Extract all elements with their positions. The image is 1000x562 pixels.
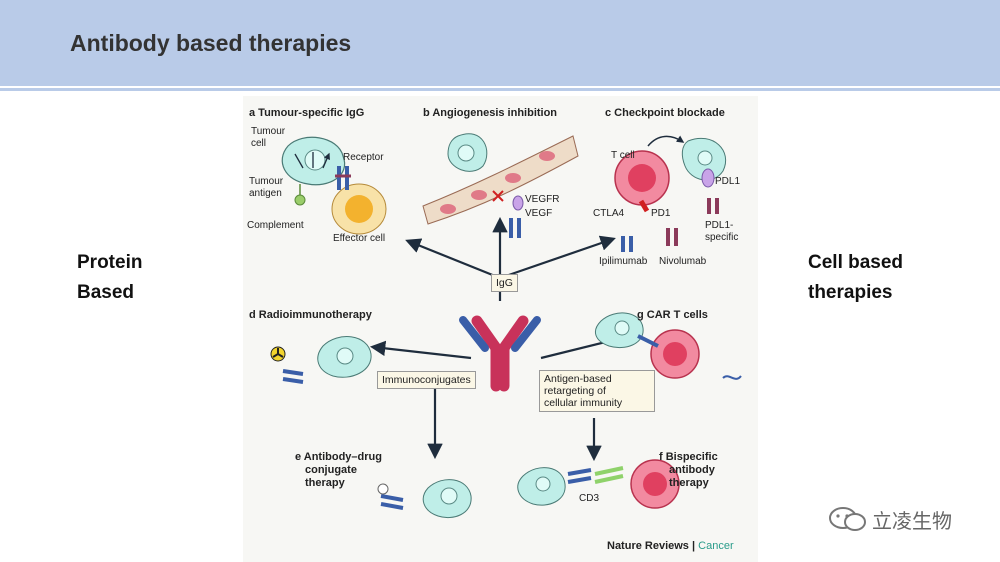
pdl1-label: PDL1 <box>715 176 740 187</box>
wechat-icon <box>829 507 866 531</box>
pdl1-specific-label-2: specific <box>705 232 738 243</box>
panel-c-title: c Checkpoint blockade <box>605 107 725 119</box>
tumour-cell-label-1: Tumour <box>251 126 286 137</box>
figure-graphic: a Tumour-specific IgG Tumour cell Recept… <box>247 107 742 519</box>
complement-label: Complement <box>247 220 304 231</box>
cell-based-line-2: therapies <box>808 282 893 303</box>
vegf-label: VEGF <box>525 208 552 219</box>
panel-d-title: d Radioimmunotherapy <box>249 309 373 321</box>
title-bar: Antibody based therapies <box>0 0 1000 86</box>
antigen-based-line-3: cellular immunity <box>544 397 623 409</box>
panel-e-title-3: therapy <box>305 477 346 489</box>
credit-journal: Cancer <box>698 540 734 552</box>
tumour-antigen-label-2: antigen <box>249 188 282 199</box>
angiogenesis-inhibition-graphic <box>422 133 579 238</box>
protein-based-line-1: Protein <box>77 252 143 273</box>
antigen-based-line-1: Antigen-based <box>544 373 612 385</box>
cell-based-label: Cell based therapies <box>808 248 903 308</box>
credit-separator: | <box>692 540 696 552</box>
page-title: Antibody based therapies <box>70 30 352 56</box>
receptor-label: Receptor <box>343 152 384 163</box>
ipilimumab-label: Ipilimumab <box>599 256 648 267</box>
tumour-antigen-label-1: Tumour <box>249 176 284 187</box>
panel-e-title-1: e Antibody–drug <box>295 451 382 463</box>
watermark: 立凌生物 <box>828 503 978 533</box>
header-divider <box>0 88 1000 91</box>
central-antibody-icon <box>459 315 541 392</box>
nivolumab-label: Nivolumab <box>659 256 707 267</box>
panel-a-title: a Tumour-specific IgG <box>249 107 364 119</box>
credit-source: Nature Reviews <box>607 540 689 552</box>
protein-based-line-2: Based <box>77 282 135 303</box>
cd3-label: CD3 <box>579 493 599 504</box>
panel-f-title-3: therapy <box>669 477 710 489</box>
bispecific-antibody-graphic <box>517 459 680 509</box>
watermark-text: 立凌生物 <box>872 511 952 533</box>
antigen-based-box: Antigen-based retargeting of cellular im… <box>539 370 655 412</box>
cell-based-line-1: Cell based <box>808 252 904 273</box>
panel-g-title: g CAR T cells <box>637 309 708 321</box>
pdl1-specific-label-1: PDL1- <box>705 220 733 231</box>
figure-credit: Nature Reviews | Cancer <box>607 540 734 552</box>
ctla4-label: CTLA4 <box>593 208 625 219</box>
radioimmunotherapy-graphic <box>270 336 372 384</box>
tumour-specific-igg-graphic <box>281 136 387 235</box>
checkpoint-blockade-graphic <box>614 135 726 252</box>
panel-f-title-2: antibody <box>669 464 716 476</box>
panel-b-title: b Angiogenesis inhibition <box>423 107 557 119</box>
antibody-drug-conjugate-graphic <box>377 479 472 519</box>
tumour-cell-label-2: cell <box>251 138 266 149</box>
vegfr-label: VEGFR <box>525 194 559 205</box>
panel-e-title-2: conjugate <box>305 464 357 476</box>
protein-based-label: Protein Based <box>77 248 142 308</box>
igg-box: IgG <box>491 274 518 292</box>
effector-cell-label: Effector cell <box>333 233 385 244</box>
t-cell-label: T cell <box>611 150 635 161</box>
antigen-based-line-2: retargeting of <box>544 385 606 397</box>
immunoconjugates-box: Immunoconjugates <box>377 371 476 389</box>
antibody-therapies-figure: a Tumour-specific IgG Tumour cell Recept… <box>243 96 758 562</box>
pd1-label: PD1 <box>651 208 671 219</box>
main-arrows <box>369 216 641 462</box>
car-t-cells-graphic <box>594 312 742 380</box>
panel-f-title-1: f Bispecific <box>659 451 718 463</box>
